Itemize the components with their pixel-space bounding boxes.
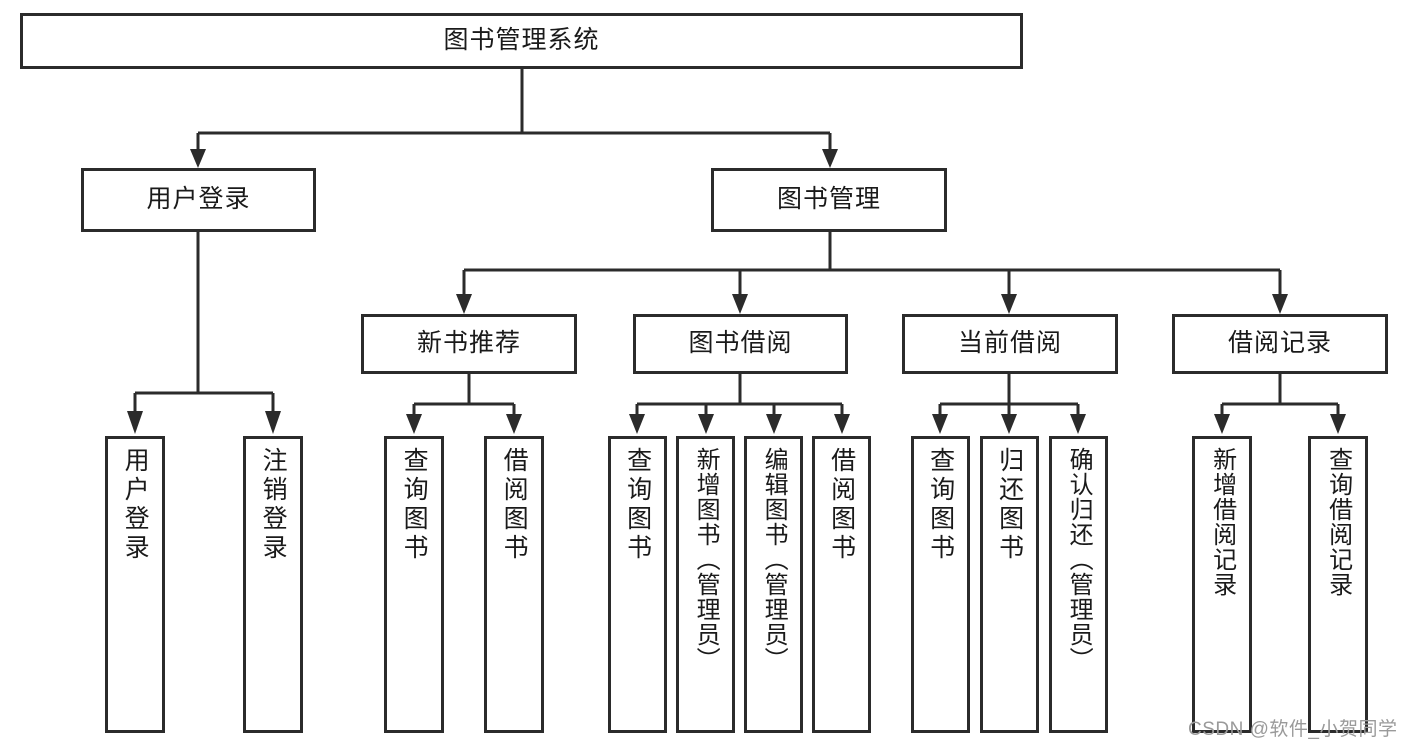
node-new-book-recommend[interactable]: 新书推荐 [361, 314, 577, 374]
node-leaf-query-borrow-record[interactable]: 查询借阅记录 [1308, 436, 1368, 733]
arrowhead-leaf-query-record [1330, 414, 1346, 434]
node-leaf-query-book-recommend[interactable]: 查询图书 [384, 436, 444, 733]
arrowhead-leaf-borrow-book-1 [506, 414, 522, 434]
node-leaf-edit-book[interactable]: 编辑图书（管理员） [744, 436, 803, 733]
arrowhead-leaf-edit-book [766, 414, 782, 434]
node-label: 注销登录 [259, 447, 288, 563]
arrowhead-leaf-user-login [127, 411, 143, 434]
arrowhead-leaf-add-record [1214, 414, 1230, 434]
node-label: 用户登录 [146, 185, 251, 214]
node-leaf-query-book-current[interactable]: 查询图书 [911, 436, 970, 733]
node-user-login[interactable]: 用户登录 [81, 168, 316, 232]
arrowhead-leaf-query-book-1 [406, 414, 422, 434]
node-label: 新增图书（管理员） [692, 447, 720, 672]
node-root-system[interactable]: 图书管理系统 [20, 13, 1023, 69]
node-leaf-user-login[interactable]: 用户登录 [105, 436, 165, 733]
node-label: 借阅图书 [500, 447, 529, 563]
arrowhead-leaf-query-book-2 [629, 414, 645, 434]
node-label: 图书管理 [776, 185, 881, 214]
node-leaf-return-book[interactable]: 归还图书 [980, 436, 1039, 733]
node-borrow-record[interactable]: 借阅记录 [1172, 314, 1388, 374]
arrowhead-leaf-query-book-3 [932, 414, 948, 434]
node-leaf-add-book[interactable]: 新增图书（管理员） [676, 436, 735, 733]
arrowhead-leaf-logout-login [265, 411, 281, 434]
arrowhead-leaf-add-book [698, 414, 714, 434]
node-book-manage[interactable]: 图书管理 [711, 168, 947, 232]
arrowhead-userlogin [190, 149, 206, 168]
node-label: 查询图书 [926, 447, 955, 563]
node-label: 用户登录 [121, 447, 150, 563]
node-leaf-borrow-book-recommend[interactable]: 借阅图书 [484, 436, 544, 733]
node-current-borrow[interactable]: 当前借阅 [902, 314, 1118, 374]
arrowhead-borrowrecord [1272, 294, 1288, 314]
node-label: 编辑图书（管理员） [760, 447, 788, 672]
node-leaf-confirm-return[interactable]: 确认归还（管理员） [1049, 436, 1108, 733]
node-label: 新书推荐 [416, 329, 521, 358]
node-label: 归还图书 [995, 447, 1024, 563]
node-leaf-borrow-book-borrow[interactable]: 借阅图书 [812, 436, 871, 733]
arrowhead-bookborrow [732, 294, 748, 314]
node-book-borrow[interactable]: 图书借阅 [633, 314, 848, 374]
node-leaf-add-borrow-record[interactable]: 新增借阅记录 [1192, 436, 1252, 733]
node-label: 新增借阅记录 [1208, 447, 1236, 597]
arrowhead-currentborrow [1001, 294, 1017, 314]
node-label: 图书借阅 [688, 329, 793, 358]
node-label: 确认归还（管理员） [1065, 447, 1093, 672]
node-leaf-logout-login[interactable]: 注销登录 [243, 436, 303, 733]
node-leaf-query-book-borrow[interactable]: 查询图书 [608, 436, 667, 733]
node-label: 查询借阅记录 [1324, 447, 1352, 597]
arrowhead-bookmanage [822, 149, 838, 168]
node-label: 借阅图书 [827, 447, 856, 563]
node-label: 图书管理系统 [443, 26, 600, 55]
node-label: 查询图书 [623, 447, 652, 563]
arrowhead-newbook [456, 294, 472, 314]
node-label: 查询图书 [400, 447, 429, 563]
arrowhead-leaf-borrow-book-2 [834, 414, 850, 434]
watermark-text: CSDN @软件_小贺同学 [1188, 719, 1398, 740]
arrowhead-leaf-confirm-return [1070, 414, 1086, 434]
node-label: 借阅记录 [1227, 329, 1332, 358]
arrowhead-leaf-return-book [1001, 414, 1017, 434]
node-label: 当前借阅 [957, 329, 1062, 358]
